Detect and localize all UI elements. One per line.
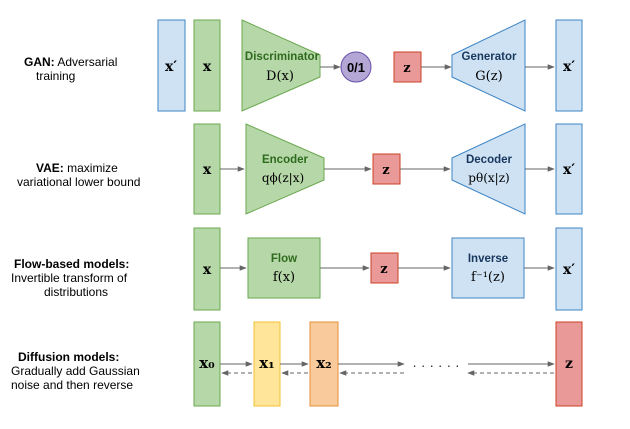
flow-transform-fn: f(x) <box>273 270 295 285</box>
encoder-fn: qϕ(z|x) <box>262 171 304 185</box>
generator-title: Generator <box>462 51 517 63</box>
diffusion-noise-box <box>555 321 583 407</box>
flow-transform-title: Flow <box>271 253 297 265</box>
flow-input-label: x <box>203 262 212 278</box>
diffusion-x0-box <box>193 321 221 407</box>
flow-transform-box <box>247 237 321 299</box>
decoder-fn: pθ(x|z) <box>468 171 509 185</box>
generator-shape <box>451 19 526 112</box>
flow-desc-1: Invertible transform of <box>11 271 128 285</box>
gan-generated-box <box>555 19 583 112</box>
flow-input-box <box>193 227 221 311</box>
vae-input-box <box>193 123 221 215</box>
gan-output-label: 0/1 <box>347 60 365 75</box>
decoder-shape <box>451 123 526 215</box>
flow-row: Flow-based models: Invertible transform … <box>11 227 583 311</box>
discriminator-title: Discriminator <box>245 51 320 63</box>
diffusion-ellipsis: · · · · · · <box>412 357 459 373</box>
flow-inverse-fn: f⁻¹(z) <box>471 270 505 285</box>
discriminator-fn: D(x) <box>266 69 294 84</box>
diffusion-desc-1: Gradually add Gaussian <box>11 364 140 378</box>
vae-label: VAE: maximize <box>36 161 118 175</box>
generator-fn: G(z) <box>475 69 502 84</box>
discriminator-shape <box>241 19 321 112</box>
vae-output-box <box>555 123 583 215</box>
gan-row: GAN: Adversarial training x′ x Discrimin… <box>24 19 583 112</box>
flow-inverse-box <box>451 237 525 299</box>
diffusion-desc-2: noise and then reverse <box>11 378 133 392</box>
vae-input-label: x <box>203 162 212 178</box>
flow-latent-label: z <box>380 262 387 277</box>
flow-inverse-title: Inverse <box>468 253 508 265</box>
diffusion-noise-label: z <box>565 356 573 372</box>
diffusion-label: Diffusion models: <box>18 350 119 364</box>
diffusion-x2-box <box>309 321 339 407</box>
encoder-title: Encoder <box>262 154 309 166</box>
vae-desc: variational lower bound <box>17 175 140 189</box>
vae-latent-label: z <box>382 163 389 178</box>
gan-output-circle <box>340 51 372 83</box>
diffusion-x2-label: x₂ <box>316 354 332 372</box>
gan-input-box <box>193 19 221 112</box>
diffusion-x0-label: x₀ <box>199 354 215 372</box>
gan-desc: training <box>36 69 75 83</box>
decoder-title: Decoder <box>466 154 513 166</box>
gan-noise-label: z <box>403 61 410 76</box>
flow-latent-box <box>370 252 399 284</box>
gan-label: GAN: Adversarial <box>24 55 117 69</box>
gan-noise-box <box>393 51 422 83</box>
flow-output-box <box>555 227 583 311</box>
gan-real-sample-box <box>157 19 186 112</box>
flow-label: Flow-based models: <box>14 257 129 271</box>
flow-desc-2: distributions <box>44 285 108 299</box>
vae-output-label: x′ <box>563 162 575 178</box>
diffusion-x1-label: x₁ <box>259 354 275 372</box>
diffusion-row: Diffusion models: Gradually add Gaussian… <box>11 321 583 407</box>
gan-real-sample-label: x′ <box>165 59 177 75</box>
encoder-shape <box>245 123 325 215</box>
diffusion-x1-box <box>253 321 281 407</box>
vae-row: VAE: maximize variational lower bound x … <box>17 123 583 215</box>
gan-input-label: x <box>203 59 212 75</box>
gan-generated-label: x′ <box>563 59 575 75</box>
flow-output-label: x′ <box>563 262 575 278</box>
vae-latent-box <box>372 153 401 185</box>
